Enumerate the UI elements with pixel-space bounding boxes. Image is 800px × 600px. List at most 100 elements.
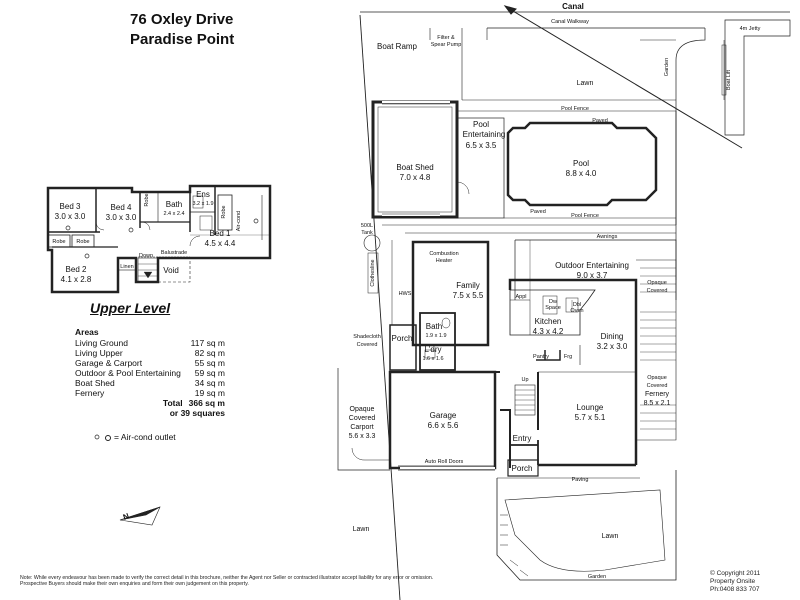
- carport-name-1: Opaque: [350, 406, 375, 413]
- garden-right-label: Garden: [664, 58, 670, 76]
- fernery-dims: 8.5 x 2.1: [644, 400, 671, 407]
- area-value: 82 sq m: [194, 348, 225, 358]
- laundry-dims: 1.6 x 1.6: [422, 356, 443, 362]
- boat-shed-walls: [371, 100, 459, 219]
- copyright: © Copyright 2011 Property Onsite Ph:0408…: [710, 570, 760, 594]
- dw-label-2: Space: [545, 305, 561, 311]
- porch-front-name: Porch: [512, 464, 533, 473]
- family-name: Family: [456, 281, 480, 290]
- areas-squares: or 39 squares: [169, 408, 225, 418]
- boat-shed-name: Boat Shed: [396, 163, 433, 172]
- frg-label: Frg: [564, 354, 572, 360]
- aircond-outlet-icon: [253, 218, 259, 224]
- auto-roll-doors-label: Auto Roll Doors: [425, 459, 464, 465]
- areas-total: Total 366 sq m: [75, 398, 225, 408]
- carport-name-2: Covered: [349, 415, 376, 422]
- robe-label-3: Robe: [144, 193, 150, 206]
- bed2-name: Bed 2: [66, 265, 87, 274]
- pantry-label: Pantry: [533, 354, 549, 360]
- pool-ent-dims: 6.5 x 3.5: [466, 141, 497, 150]
- areas-total-value: 366 sq m: [188, 398, 225, 408]
- bed1-name: Bed 1: [210, 229, 231, 238]
- pool-ent-name-1: Pool: [473, 120, 489, 129]
- pool-fence-bottom-label: Pool Fence: [571, 213, 599, 219]
- pool-dims: 8.8 x 4.0: [566, 169, 597, 178]
- ens-name: Ens: [196, 190, 210, 199]
- legend-text: = Air-cond outlet: [114, 432, 176, 442]
- bed3-name: Bed 3: [60, 202, 81, 211]
- lawn-right-label: Lawn: [602, 533, 619, 540]
- area-name: Living Ground: [75, 338, 128, 348]
- aircond-outlet-icon: [65, 225, 71, 231]
- porch-side-name: Porch: [392, 334, 413, 343]
- copyright-line-3: Ph:0408 833 707: [710, 586, 760, 593]
- family-walls: [411, 240, 490, 347]
- area-name: Outdoor & Pool Entertaining: [75, 368, 181, 378]
- area-row: Outdoor & Pool Entertaining 59 sq m: [75, 368, 225, 378]
- bath-upper-name: Bath: [166, 200, 182, 209]
- linen-label: Linen: [120, 264, 133, 270]
- site-boundary-left: [359, 14, 401, 600]
- pool-fence-top-label: Pool Fence: [561, 106, 589, 112]
- carport-dims: 5.6 x 3.3: [349, 433, 376, 440]
- canal-arrow-line: [507, 7, 743, 149]
- filter-label-1: Filter &: [437, 35, 455, 41]
- jetty: [724, 19, 791, 136]
- dbl-label-1: Dbl: [573, 302, 581, 308]
- garage-walls: [388, 370, 497, 470]
- aircond-label: Air-cond: [236, 211, 242, 231]
- lounge-dims: 5.7 x 5.1: [575, 413, 606, 422]
- svg-text:N: N: [122, 511, 131, 522]
- area-value: 117 sq m: [190, 338, 225, 348]
- canal-label: Canal: [562, 2, 584, 11]
- opaque-top-label-1: Opaque: [647, 280, 667, 286]
- area-value: 59 sq m: [194, 368, 225, 378]
- tank-label-2: Tank: [361, 230, 373, 236]
- bed2-dims: 4.1 x 2.8: [61, 275, 92, 284]
- aircond-outlet-icon: [128, 227, 134, 233]
- down-label: Down: [139, 253, 153, 259]
- bed4-name: Bed 4: [111, 203, 132, 212]
- family-dims: 7.5 x 5.5: [453, 291, 484, 300]
- kitchen-name: Kitchen: [535, 317, 562, 326]
- area-name: Boat Shed: [75, 378, 115, 388]
- lawn-left-label: Lawn: [353, 526, 370, 533]
- fernery-name: Fernery: [645, 391, 670, 398]
- pool-outline: [506, 121, 658, 207]
- robe-label-1: Robe: [52, 239, 65, 245]
- dbl-label-2: Oven: [570, 308, 583, 314]
- pool-name: Pool: [573, 159, 589, 168]
- area-value: 55 sq m: [194, 358, 225, 368]
- paving-label: Paving: [572, 477, 589, 483]
- laundry-name: L'dry: [424, 345, 441, 354]
- balustrade-label: Balustrade: [161, 250, 187, 256]
- clothesline-label: Clothesline: [370, 259, 376, 286]
- hws-label: HWS: [399, 291, 412, 297]
- area-value: 19 sq m: [194, 388, 225, 398]
- disclaimer-note: Note: While every endeavour has been mad…: [20, 575, 434, 587]
- boat-ramp-label: Boat Ramp: [377, 42, 418, 51]
- bath-upper-dims: 2.4 x 2.4: [163, 211, 184, 217]
- awnings-label: Awnings: [597, 234, 618, 240]
- areas-heading: Areas: [75, 327, 99, 337]
- robe-label-4: Robe: [221, 205, 227, 218]
- filter-label-2: Spear Pump: [431, 42, 462, 48]
- bath-ground-name: Bath: [426, 322, 442, 331]
- garage-dims: 6.6 x 5.6: [428, 421, 459, 430]
- shadecloth-label-2: Covered: [357, 342, 378, 348]
- paved-top-label: Paved: [592, 118, 608, 124]
- paved-bottom-label: Paved: [530, 209, 546, 215]
- bed4-dims: 3.0 x 3.0: [106, 213, 137, 222]
- area-row: Living Ground 117 sq m: [75, 338, 225, 348]
- kitchen-dims: 4.3 x 4.2: [533, 327, 564, 336]
- appl-label: Appl: [515, 294, 526, 300]
- garden-bottom-label: Garden: [588, 574, 606, 580]
- opaque-top-label-2: Covered: [647, 288, 668, 294]
- garage-name: Garage: [430, 411, 457, 420]
- entry-name: Entry: [513, 434, 532, 443]
- robe-label-2: Robe: [76, 239, 89, 245]
- shadecloth-label-1: Shadecloth: [353, 334, 381, 340]
